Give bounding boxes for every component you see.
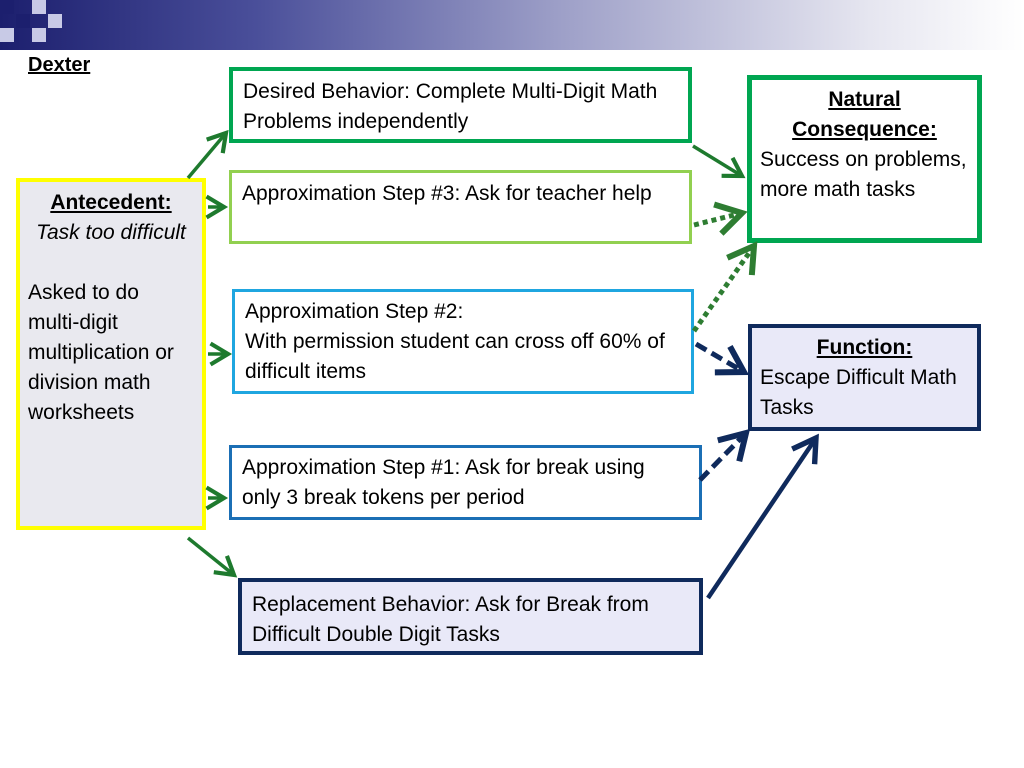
antecedent-box: Antecedent: Task too difficult Asked to … xyxy=(16,178,206,530)
decor-square xyxy=(32,28,46,42)
natural-consequence-text: Success on problems, more math tasks xyxy=(760,148,967,201)
replacement-behavior-box: Replacement Behavior: Ask for Break from… xyxy=(238,578,703,655)
function-heading: Function: xyxy=(816,336,913,359)
replacement-behavior-text: Replacement Behavior: Ask for Break from… xyxy=(252,593,649,646)
arrow-desired-to-natural xyxy=(692,144,746,179)
antecedent-subtitle: Task too difficult xyxy=(36,221,186,244)
natural-consequence-box: Natural Consequence: Success on problems… xyxy=(747,75,982,243)
arrow-antecedent-to-desired xyxy=(186,129,229,180)
arrow-step2-to-natural xyxy=(691,241,758,333)
approximation-step-1-box: Approximation Step #1: Ask for break usi… xyxy=(229,445,702,520)
decor-square xyxy=(16,14,30,28)
arrow-replacement-to-function xyxy=(706,433,819,600)
natural-consequence-heading: Natural Consequence: xyxy=(792,88,937,141)
approximation-step-2-line2: With permission student can cross off 60… xyxy=(245,330,665,383)
desired-behavior-box: Desired Behavior: Complete Multi-Digit M… xyxy=(229,67,692,143)
antecedent-heading: Antecedent: xyxy=(50,191,172,214)
approximation-step-2-line1: Approximation Step #2: xyxy=(245,300,464,323)
page-title: Dexter xyxy=(28,54,91,76)
approximation-step-2-box: Approximation Step #2: With permission s… xyxy=(232,289,694,394)
approximation-step-3-text: Approximation Step #3: Ask for teacher h… xyxy=(242,182,652,205)
approximation-step-3-box: Approximation Step #3: Ask for teacher h… xyxy=(229,170,692,244)
header-banner xyxy=(0,0,1024,50)
arrow-step2-to-function xyxy=(694,341,750,376)
antecedent-description: Asked to do multi-digit multiplication o… xyxy=(28,281,174,424)
desired-behavior-text: Desired Behavior: Complete Multi-Digit M… xyxy=(243,80,658,133)
decor-square xyxy=(48,14,62,28)
approximation-step-1-text: Approximation Step #1: Ask for break usi… xyxy=(242,456,645,509)
function-box: Function: Escape Difficult Math Tasks xyxy=(748,324,981,431)
decor-square xyxy=(0,28,14,42)
function-text: Escape Difficult Math Tasks xyxy=(760,366,957,419)
arrow-antecedent-to-replacement xyxy=(186,536,238,578)
decor-square xyxy=(0,0,14,14)
arrow-step3-to-natural xyxy=(693,201,748,236)
arrow-step1-to-function xyxy=(698,428,751,482)
decor-square xyxy=(32,0,46,14)
